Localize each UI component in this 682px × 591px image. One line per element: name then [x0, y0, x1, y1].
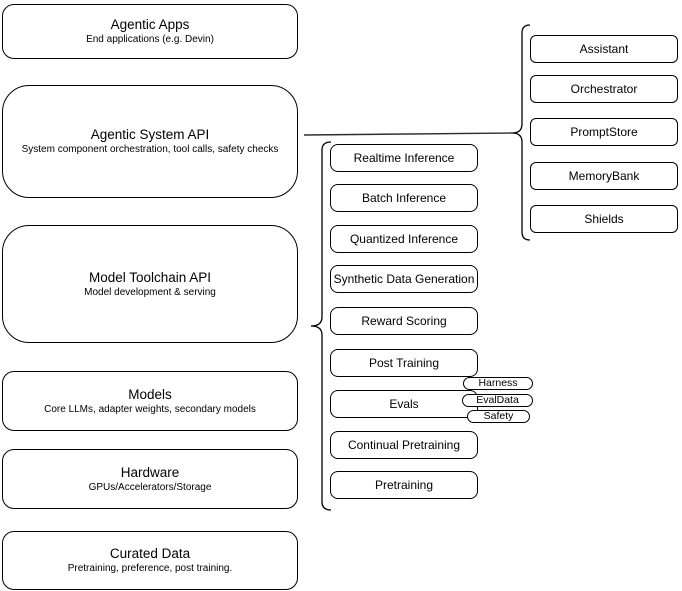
agentic-group-brace: [511, 24, 531, 241]
node-label: Quantized Inference: [349, 232, 459, 246]
tag-evaldata: EvalData: [462, 394, 533, 407]
node-label: Realtime Inference: [353, 151, 455, 165]
node-label: Synthetic Data Generation: [333, 272, 475, 286]
box-subtitle: Pretraining, preference, post training.: [67, 563, 233, 574]
box-title: Curated Data: [109, 546, 191, 561]
box-subtitle: Model development & serving: [84, 286, 216, 298]
box-title: Model Toolchain API: [88, 269, 212, 285]
node-evals: Evals: [330, 390, 478, 418]
box-model-toolchain-api: Model Toolchain API Model development & …: [2, 225, 298, 343]
box-subtitle: System component orchestration, tool cal…: [21, 144, 279, 155]
node-realtime-inference: Realtime Inference: [330, 144, 478, 172]
tag-label: EvalData: [476, 394, 519, 406]
box-curated-data: Curated Data Pretraining, preference, po…: [2, 531, 298, 590]
node-label: Assistant: [579, 42, 629, 56]
node-label: Post Training: [368, 356, 440, 370]
node-label: Orchestrator: [570, 82, 638, 96]
node-orchestrator: Orchestrator: [530, 75, 678, 103]
box-agentic-apps: Agentic Apps End applications (e.g. Devi…: [2, 4, 298, 59]
node-quantized-inference: Quantized Inference: [330, 225, 478, 253]
node-label: MemoryBank: [568, 169, 640, 183]
node-promptstore: PromptStore: [530, 118, 678, 146]
box-subtitle: End applications (e.g. Devin): [86, 34, 214, 45]
node-synthetic-data-generation: Synthetic Data Generation: [330, 265, 478, 293]
box-subtitle: Core LLMs, adapter weights, secondary mo…: [44, 403, 256, 415]
box-title: Models: [128, 386, 172, 402]
node-continual-pretraining: Continual Pretraining: [330, 431, 478, 459]
node-post-training: Post Training: [330, 349, 478, 377]
api-connector-line: [303, 132, 513, 136]
node-label: Pretraining: [374, 478, 434, 492]
node-shields: Shields: [530, 205, 678, 233]
node-reward-scoring: Reward Scoring: [330, 307, 478, 335]
box-title: Hardware: [120, 464, 180, 480]
node-memorybank: MemoryBank: [530, 162, 678, 190]
tag-label: Harness: [478, 377, 518, 389]
node-batch-inference: Batch Inference: [330, 184, 478, 212]
toolchain-group-brace: [310, 141, 332, 511]
box-title: Agentic System API: [90, 127, 210, 142]
node-label: Batch Inference: [361, 191, 447, 205]
tag-label: Safety: [483, 410, 514, 422]
node-label: PromptStore: [570, 125, 638, 139]
node-label: Evals: [389, 397, 419, 411]
tag-safety: Safety: [467, 410, 530, 423]
node-assistant: Assistant: [530, 35, 678, 63]
node-label: Reward Scoring: [361, 314, 447, 328]
node-label: Continual Pretraining: [347, 438, 461, 452]
box-title: Agentic Apps: [110, 17, 190, 32]
tag-harness: Harness: [463, 377, 533, 390]
box-hardware: Hardware GPUs/Accelerators/Storage: [2, 449, 298, 509]
box-subtitle: GPUs/Accelerators/Storage: [88, 481, 212, 493]
node-pretraining: Pretraining: [330, 471, 478, 499]
node-label: Shields: [584, 212, 624, 226]
box-agentic-system-api: Agentic System API System component orch…: [2, 85, 298, 198]
box-models: Models Core LLMs, adapter weights, secon…: [2, 371, 298, 431]
